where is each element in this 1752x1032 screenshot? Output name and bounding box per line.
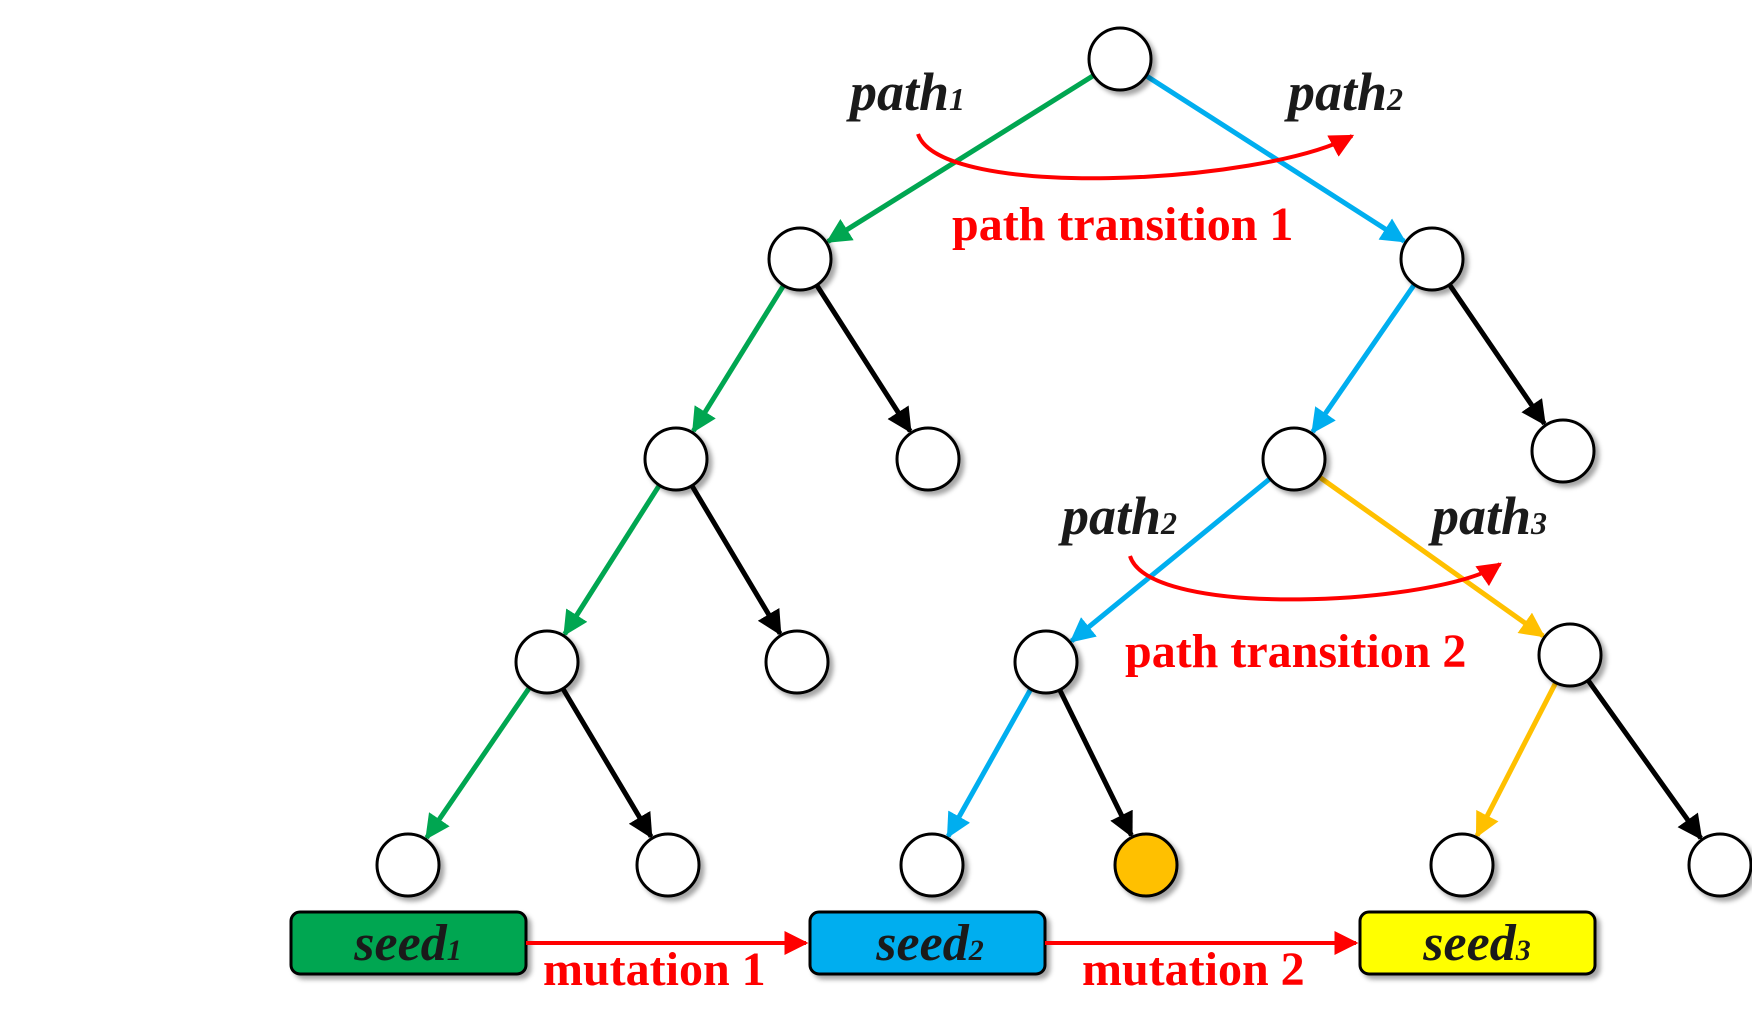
edge-n10-n16 — [1585, 678, 1703, 841]
seed-box-1: seed1 — [289, 910, 528, 976]
tree-node-n7 — [514, 629, 580, 695]
edge-n1-n4 — [814, 283, 913, 434]
path3-mid-label: path3 — [1428, 486, 1547, 546]
tree-node-n10 — [1537, 622, 1603, 688]
path-transition-1-arc — [916, 133, 1355, 181]
path-transition-2-arc — [1128, 555, 1502, 602]
tree-node-n13 — [899, 832, 965, 898]
edge-n7-n12 — [560, 687, 654, 839]
tree-node-n11 — [375, 832, 441, 898]
path-transition-1-label: path transition 1 — [952, 198, 1293, 251]
edge-n3-n8 — [689, 484, 783, 636]
tree-node-n2 — [1399, 226, 1465, 292]
seed-box-3: seed3 — [1358, 910, 1597, 976]
tree-node-n0 — [1087, 26, 1153, 92]
tree-node-n4 — [895, 426, 961, 492]
edge-n5-n9 — [1069, 476, 1272, 644]
mutation-2-label: mutation 2 — [1082, 943, 1305, 996]
tree-node-n3 — [643, 426, 709, 492]
tree-node-n16 — [1687, 832, 1752, 898]
path2-mid-label: path2 — [1058, 486, 1177, 546]
svg-text:seed1: seed1 — [353, 915, 461, 972]
tree-node-n6 — [1530, 418, 1596, 484]
path2-top-label: path2 — [1284, 62, 1403, 122]
edge-n10-n15 — [1474, 681, 1559, 838]
tree-nodes — [375, 26, 1752, 898]
tree-node-n1 — [767, 226, 833, 292]
path-transition-2-label: path transition 2 — [1125, 625, 1466, 678]
edge-n0-n2 — [1144, 73, 1407, 244]
svg-text:seed2: seed2 — [875, 915, 983, 972]
tree-edges — [424, 73, 1703, 841]
edge-n3-n7 — [562, 483, 662, 637]
path1-top-label: path1 — [846, 62, 965, 122]
edge-n2-n6 — [1447, 283, 1547, 426]
tree-node-n15 — [1429, 832, 1495, 898]
tree-node-n5 — [1261, 426, 1327, 492]
edge-n1-n3 — [691, 284, 786, 434]
edge-n5-n10 — [1317, 474, 1546, 638]
edge-n0-n1 — [825, 73, 1096, 244]
mutation-1-label: mutation 1 — [543, 943, 766, 996]
edge-n9-n14 — [1057, 688, 1134, 838]
edge-n9-n13 — [945, 687, 1034, 839]
tree-node-target — [1113, 832, 1179, 898]
tree-node-n8 — [764, 629, 830, 695]
edge-n7-n11 — [424, 686, 532, 840]
svg-text:seed3: seed3 — [1422, 915, 1530, 972]
edge-n2-n5 — [1310, 283, 1417, 434]
tree-node-n12 — [635, 832, 701, 898]
seed-box-2: seed2 — [808, 910, 1047, 976]
tree-node-n9 — [1013, 629, 1079, 695]
